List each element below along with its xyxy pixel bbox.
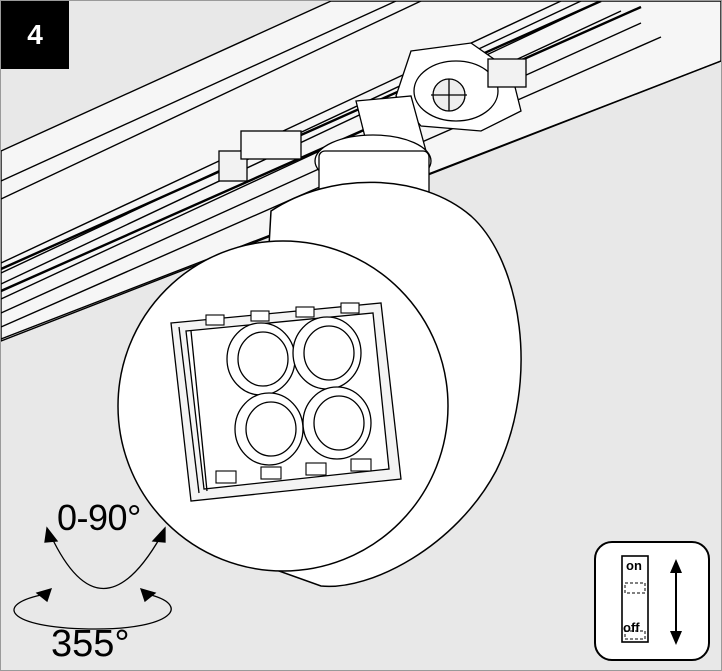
led-lens-array bbox=[226, 316, 372, 466]
power-switch-panel bbox=[594, 541, 710, 661]
tilt-angle-label: 0-90° bbox=[57, 497, 141, 538]
lens-clips bbox=[205, 302, 372, 484]
switch-off-label: off bbox=[623, 620, 640, 635]
pan-angle-label: 355° bbox=[51, 623, 130, 665]
fixture-stem bbox=[314, 95, 432, 202]
step-number-badge: 4 bbox=[1, 1, 69, 69]
switch-on-label: on bbox=[626, 558, 642, 573]
track-adapter bbox=[218, 42, 527, 182]
tilt-arrow bbox=[44, 526, 166, 590]
power-switch-icon bbox=[621, 555, 682, 645]
pan-arrow bbox=[13, 588, 172, 630]
